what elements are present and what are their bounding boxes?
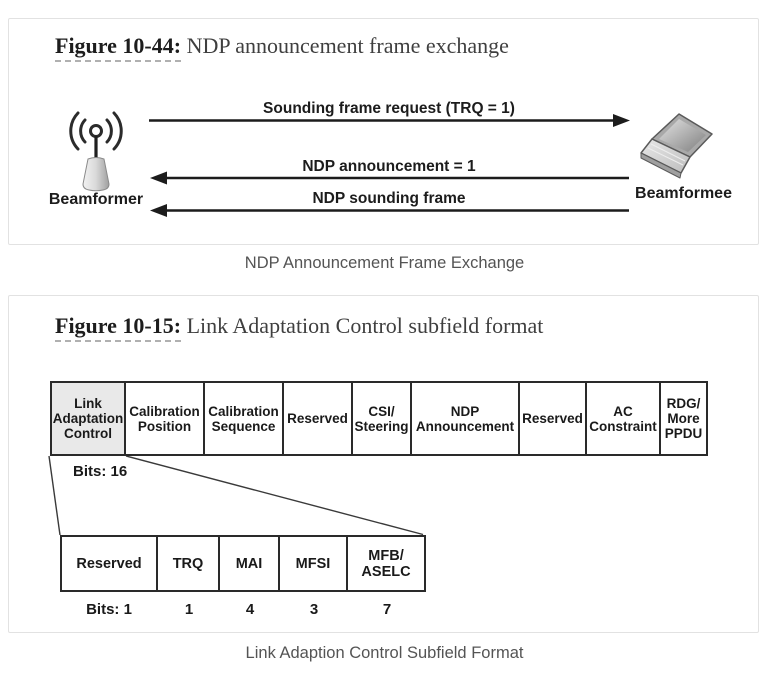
table-cell: AC Constraint [585, 381, 661, 456]
figure2-caption: Link Adaption Control Subfield Format [245, 644, 524, 662]
figure1-caption: NDP Announcement Frame Exchange [244, 254, 525, 272]
table-cell: CSI/ Steering [351, 381, 412, 456]
laptop-icon [640, 113, 713, 179]
subfield-table: Reserved TRQ MAI MFSI MFB/ ASELC [60, 535, 426, 592]
antenna-icon [69, 111, 123, 192]
table-cell: NDP Announcement [410, 381, 520, 456]
bits-value: Bits: 1 [86, 601, 132, 618]
table-cell: TRQ [156, 535, 220, 592]
figure1-card: Figure 10-44: NDP announcement frame exc… [8, 18, 759, 245]
message-label-3: NDP sounding frame [312, 190, 466, 207]
table-cell: MFB/ ASELC [346, 535, 426, 592]
figure2-title: Figure 10-15: Link Adaptation Control su… [55, 313, 544, 342]
table-cell: Calibration Position [124, 381, 205, 456]
table-cell: Link Adaptation Control [50, 381, 126, 456]
table-cell: MFSI [278, 535, 348, 592]
beamformer-label: Beamformer [48, 191, 144, 208]
figure2-title-number: Figure 10-15: [55, 313, 182, 342]
table-cell: RDG/ More PPDU [659, 381, 708, 456]
table-cell: MAI [218, 535, 280, 592]
table-cell: Reserved [282, 381, 353, 456]
message-label-1: Sounding frame request (TRQ = 1) [263, 100, 515, 117]
bits-16-label: Bits: 16 [73, 463, 128, 480]
figure1-title: Figure 10-44: NDP announcement frame exc… [55, 33, 509, 62]
bits-value: 1 [184, 601, 194, 618]
subfield-bits-row: Bits: 1 1 4 3 7 [60, 601, 426, 618]
figure1-title-text: NDP announcement frame exchange [186, 33, 509, 58]
figure2-title-text: Link Adaptation Control subfield format [186, 313, 544, 338]
field-format-table: Link Adaptation Control Calibration Posi… [50, 381, 708, 456]
figure1-title-number: Figure 10-44: [55, 33, 182, 62]
figure2-card: Figure 10-15: Link Adaptation Control su… [8, 295, 759, 633]
message-label-2: NDP announcement = 1 [302, 158, 476, 175]
bits-value: 7 [382, 601, 392, 618]
beamformee-label: Beamformee [635, 185, 732, 202]
table-cell: Reserved [518, 381, 587, 456]
table-cell: Calibration Sequence [203, 381, 284, 456]
bits-value: 3 [309, 601, 319, 618]
bits-value: 4 [245, 601, 255, 618]
table-cell: Reserved [60, 535, 158, 592]
